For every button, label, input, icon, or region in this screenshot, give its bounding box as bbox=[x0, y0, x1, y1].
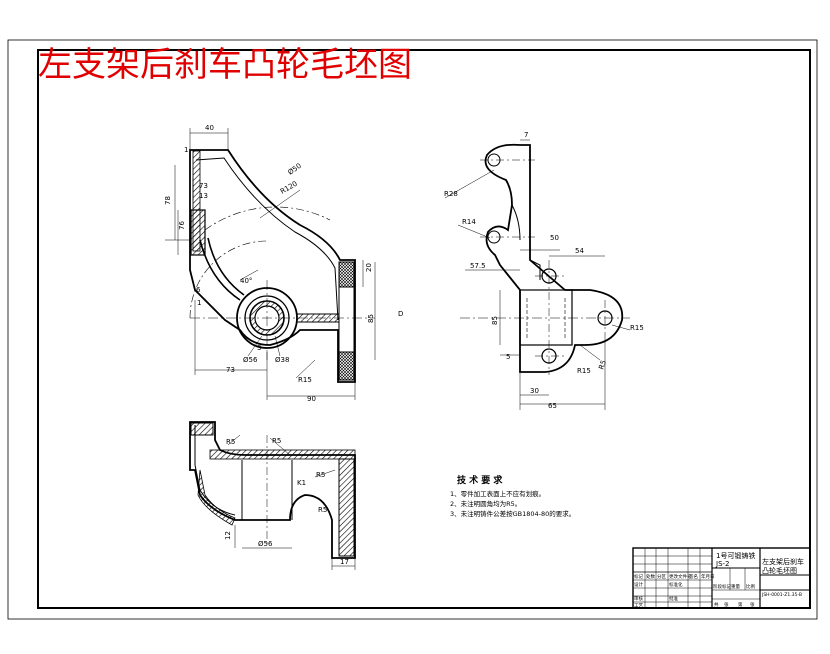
dim-label: 73 bbox=[226, 366, 235, 374]
tb-label: 阶段标记 bbox=[713, 583, 731, 590]
tb-label: 分区 bbox=[657, 573, 666, 580]
top-view-dims: R5 R5 R5 K1 R5 12 Ø56 17 bbox=[224, 437, 349, 566]
dim-label: 78 bbox=[164, 196, 172, 205]
dim-label: 5 bbox=[506, 353, 510, 361]
dim-label: 7 bbox=[524, 131, 528, 139]
center-mark: D bbox=[398, 310, 403, 318]
technical-requirements: 技 术 要 求 1、零件加工表面上不应有划痕。 2、未注明圆角均为R5。 3、未… bbox=[450, 474, 575, 518]
dim-label: 57.5 bbox=[470, 262, 486, 270]
dim-label: 3 bbox=[257, 344, 261, 352]
dim-label: R15 bbox=[577, 367, 591, 375]
drawing-number: JSH-0001-Z1.35-B bbox=[761, 592, 802, 598]
tb-label: 批准 bbox=[669, 595, 678, 602]
dim-label: 17 bbox=[340, 558, 349, 566]
dim-label: 1 bbox=[197, 299, 201, 307]
dim-label: 54 bbox=[575, 247, 584, 255]
dim-label: 73 bbox=[199, 182, 208, 190]
dim-label: 76 bbox=[178, 221, 186, 230]
drawing-title: 左支架后刹车凸轮毛坯图 bbox=[38, 45, 412, 85]
dim-label: R28 bbox=[444, 190, 458, 198]
front-view bbox=[165, 128, 376, 400]
dim-label: R120 bbox=[279, 180, 299, 196]
dim-label: R5 bbox=[318, 506, 327, 514]
dim-label: 40 bbox=[205, 124, 214, 132]
side-view bbox=[444, 139, 631, 410]
part-name-line1: 左支架后刹车 bbox=[762, 557, 804, 566]
dim-label: R5 bbox=[272, 437, 281, 445]
material-spec: JS-2 bbox=[715, 560, 730, 568]
tb-label: 标准化 bbox=[669, 581, 683, 588]
dim-label: Ø50 bbox=[287, 162, 303, 177]
dim-label: 1 bbox=[184, 146, 188, 154]
title-block bbox=[632, 547, 811, 609]
dim-label: 65 bbox=[548, 402, 557, 410]
tech-item: 3、未注明铸件公差按GB1804-80的要求。 bbox=[450, 509, 575, 518]
dim-label: 12 bbox=[224, 531, 232, 540]
tech-heading: 技 术 要 求 bbox=[457, 474, 503, 486]
tech-item: 2、未注明圆角均为R5。 bbox=[450, 499, 521, 508]
tb-label: 重量 bbox=[731, 583, 740, 590]
dim-label: R5 bbox=[226, 438, 235, 446]
outer-border bbox=[7, 39, 818, 620]
dim-label: 30 bbox=[530, 387, 539, 395]
dim-label: R15 bbox=[630, 324, 644, 332]
side-view-dims: 7 R28 R14 50 54 57.5 85 5 R15 R15 R5 30 … bbox=[398, 131, 644, 410]
tb-label: 共 bbox=[714, 601, 719, 608]
dim-label: 20 bbox=[365, 263, 373, 272]
dim-label: R5 bbox=[597, 359, 608, 371]
dim-label: K1 bbox=[297, 479, 306, 487]
tb-label: 年月日 bbox=[701, 573, 715, 580]
dim-label: 90 bbox=[307, 395, 316, 403]
dim-label: 85 bbox=[367, 314, 375, 323]
top-view bbox=[189, 421, 356, 570]
dim-label: R5 bbox=[316, 471, 325, 479]
tb-label: 审核 bbox=[634, 595, 643, 602]
dim-label: Ø56 bbox=[258, 540, 273, 548]
tb-label: 标记 bbox=[634, 573, 643, 580]
tb-label: 设计 bbox=[634, 581, 643, 588]
dim-label: R14 bbox=[462, 218, 476, 226]
dim-label: 6 bbox=[196, 286, 201, 294]
dim-label: 40° bbox=[240, 277, 252, 285]
dim-label: 50 bbox=[550, 234, 559, 242]
tb-label: 第 bbox=[738, 601, 743, 608]
tb-label: 签名 bbox=[689, 573, 698, 580]
tech-item: 1、零件加工表面上不应有划痕。 bbox=[450, 489, 545, 498]
dim-label: 85 bbox=[491, 316, 499, 325]
tb-label: 张 bbox=[724, 601, 729, 608]
dim-label: Ø56 bbox=[243, 356, 258, 364]
inner-frame bbox=[37, 49, 811, 609]
material: 1号可锻铸铁 bbox=[716, 551, 755, 560]
tb-label: 张 bbox=[750, 601, 755, 608]
dim-label: 13 bbox=[199, 192, 208, 200]
tb-label: 处数 bbox=[646, 573, 655, 580]
tb-label: 更改文件号 bbox=[669, 573, 692, 580]
title-block-text: 1号可锻铸铁 JS-2 左支架后刹车 凸轮毛坯图 JSH-0001-Z1.35-… bbox=[634, 551, 804, 609]
dim-label: R15 bbox=[298, 376, 312, 384]
tb-label: 工艺 bbox=[634, 603, 643, 609]
dim-label: Ø38 bbox=[275, 356, 289, 364]
part-name-line2: 凸轮毛坯图 bbox=[762, 566, 797, 575]
tb-label: 比例 bbox=[746, 583, 755, 590]
